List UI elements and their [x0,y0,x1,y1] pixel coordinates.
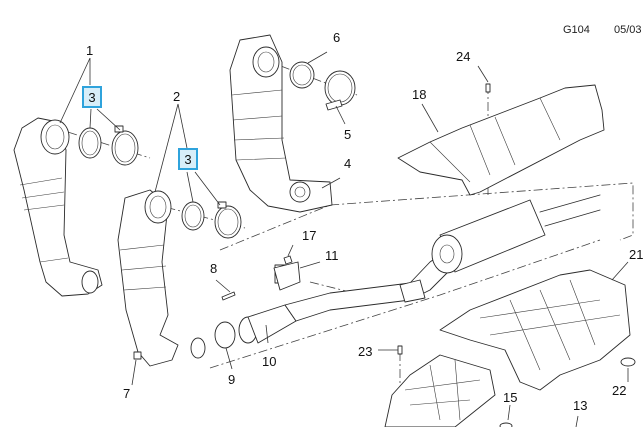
heat-shield-rear [439,269,631,391]
callout-24: 24 [456,49,471,64]
callout-21: 21 [629,247,644,262]
callout-8: 8 [210,261,218,276]
callout-6: 6 [333,30,341,45]
clamp-left [111,125,139,166]
muffler [431,194,601,274]
callout-10: 10 [262,354,277,369]
figure-date: 05/03 [614,24,642,36]
intermediate-pipe [238,254,451,344]
callout-22: 22 [612,383,627,398]
gasket-upper [289,61,315,89]
bolt-24 [485,83,491,93]
clamp-upper [324,70,356,111]
catalytic-converter-right [117,189,206,367]
fastener-15 [499,422,513,427]
callout-1: 1 [86,43,94,58]
callout-3-badge-left: 3 [82,86,102,108]
stud [221,291,236,301]
fastener-22 [620,357,636,367]
callout-18: 18 [412,87,427,102]
callout-2: 2 [173,89,181,104]
callout-5: 5 [344,127,352,142]
gasket-right [181,201,205,231]
callout-11: 11 [325,248,339,263]
callout-4: 4 [344,156,352,171]
catalytic-converter-left [13,117,103,297]
figure-code: G104 [563,24,590,36]
gasket-9 [214,321,236,349]
heat-shield-front [384,354,496,427]
callout-7: 7 [123,386,131,401]
callout-9: 9 [228,372,236,387]
heat-shield-upper [397,84,605,196]
bolt-23 [397,345,403,355]
hanger-bracket [273,261,301,291]
clamp-right [214,201,242,239]
callout-13: 13 [573,398,588,413]
callout-3-badge-right: 3 [178,148,198,170]
callout-15: 15 [503,390,518,405]
nut [133,351,142,360]
leader-lines [59,51,629,427]
gasket-left [78,127,102,159]
nut-17 [283,255,293,265]
callout-23: 23 [358,344,373,359]
catalytic-converter-upper [229,34,333,213]
callout-17: 17 [302,228,317,243]
